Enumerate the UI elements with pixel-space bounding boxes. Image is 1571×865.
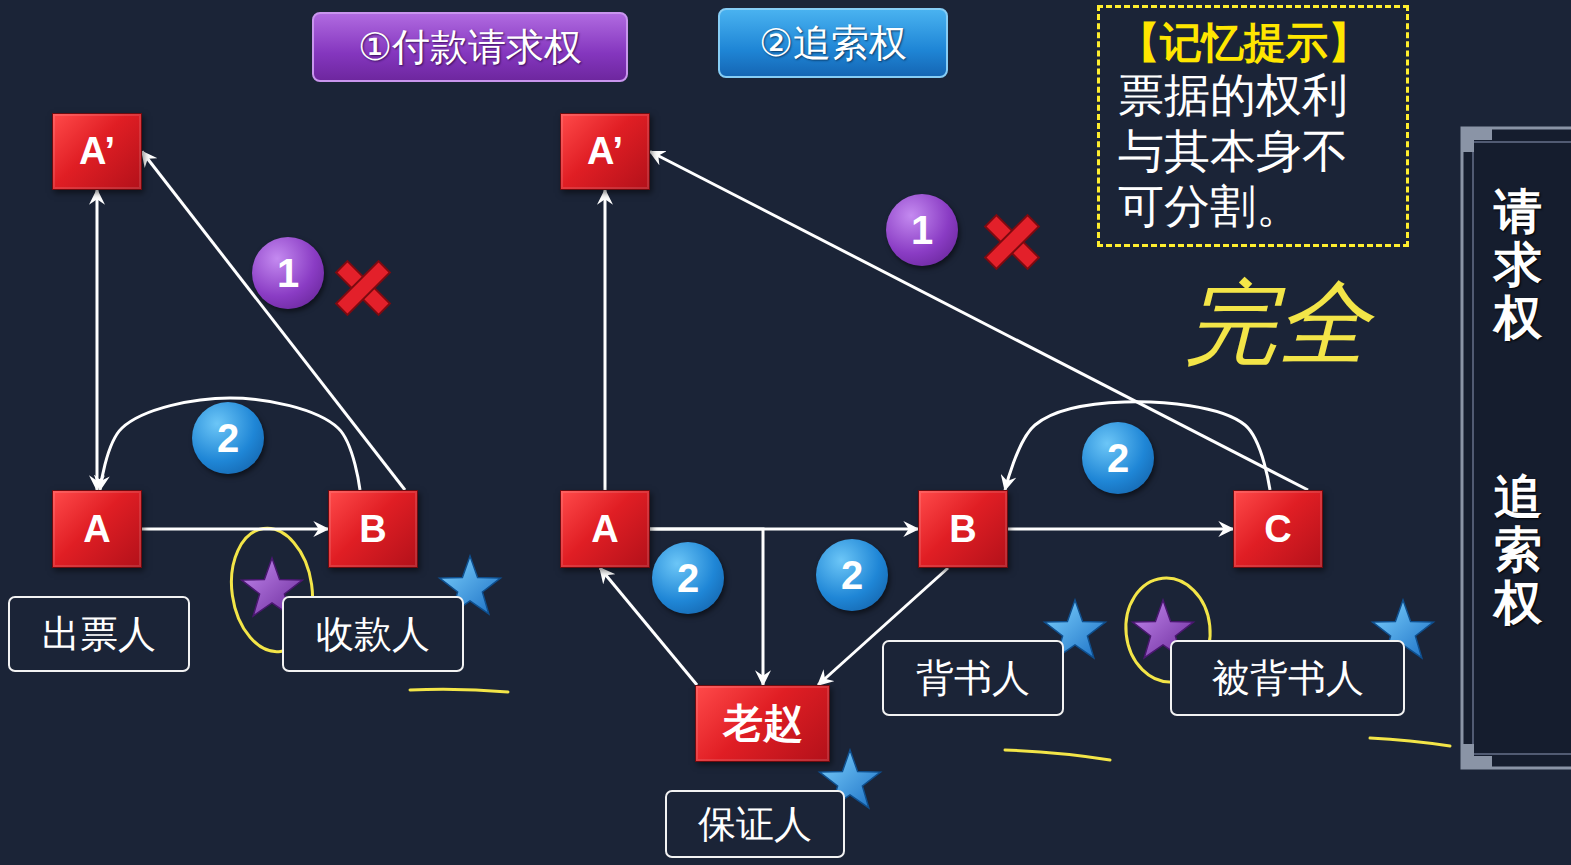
cross-mark [970, 200, 1055, 285]
frame-outer [1462, 128, 1571, 768]
connector-arrow [142, 528, 328, 531]
frame-title: 追索权 [1494, 470, 1542, 628]
party-box: A [560, 490, 650, 568]
party-box: B [328, 490, 418, 568]
callout-number: 2 [192, 402, 264, 474]
party-box: C [1233, 490, 1323, 568]
underline-mark [1370, 738, 1450, 746]
node-label: 老赵 [723, 696, 803, 751]
connector-arrow [604, 190, 607, 490]
node-label: B [359, 508, 386, 551]
role-box: 收款人 [282, 596, 464, 672]
callout-number: 2 [816, 539, 888, 611]
callout-number: 2 [1082, 422, 1154, 494]
underline-mark [410, 689, 508, 692]
node-label: A [83, 508, 110, 551]
note-box: 【记忆提示】票据的权利与其本身不可分割。 [1097, 5, 1409, 247]
node-label: 出票人 [42, 609, 156, 660]
underline-mark [1005, 750, 1110, 760]
role-box: 保证人 [665, 790, 845, 858]
frame-inner [1473, 142, 1571, 754]
party-box: B [918, 490, 1008, 568]
callout-number: 2 [652, 542, 724, 614]
role-box: 被背书人 [1170, 640, 1405, 716]
node-label: A [591, 508, 618, 551]
connector-arrow [650, 529, 763, 685]
connector-arrow [96, 190, 99, 490]
party-box: A’ [560, 113, 650, 190]
party-box: A [52, 490, 142, 568]
node-label: B [949, 508, 976, 551]
tab-button: ①付款请求权 [312, 12, 628, 82]
connector-arrow [100, 398, 360, 490]
party-box: A’ [52, 113, 142, 190]
frame-title: 请求权 [1494, 185, 1542, 343]
node-label: 收款人 [316, 609, 430, 660]
node-label: 保证人 [698, 799, 812, 850]
cross-mark [321, 246, 406, 331]
node-label: ①付款请求权 [358, 22, 582, 73]
connector-arrow [1008, 528, 1233, 531]
role-box: 背书人 [882, 640, 1064, 716]
node-label: ②追索权 [759, 18, 907, 69]
frame-corner [1462, 744, 1492, 768]
node-label: C [1264, 508, 1291, 551]
callout-number: 1 [886, 194, 958, 266]
node-label: A’ [79, 130, 115, 173]
handwritten-note: 完全 [1185, 262, 1369, 386]
note-text: 票据的权利与其本身不可分割。 [1118, 68, 1388, 234]
node-label: 被背书人 [1212, 653, 1364, 704]
role-box: 出票人 [8, 596, 190, 672]
connector-arrow [142, 152, 405, 491]
note-heading: 【记忆提示】 [1118, 18, 1370, 68]
node-label: 背书人 [916, 653, 1030, 704]
frame-corner [1462, 128, 1492, 152]
node-label: A’ [587, 130, 623, 173]
callout-number: 1 [252, 237, 324, 309]
tab-button: ②追索权 [718, 8, 948, 78]
party-box: 老赵 [695, 685, 830, 762]
